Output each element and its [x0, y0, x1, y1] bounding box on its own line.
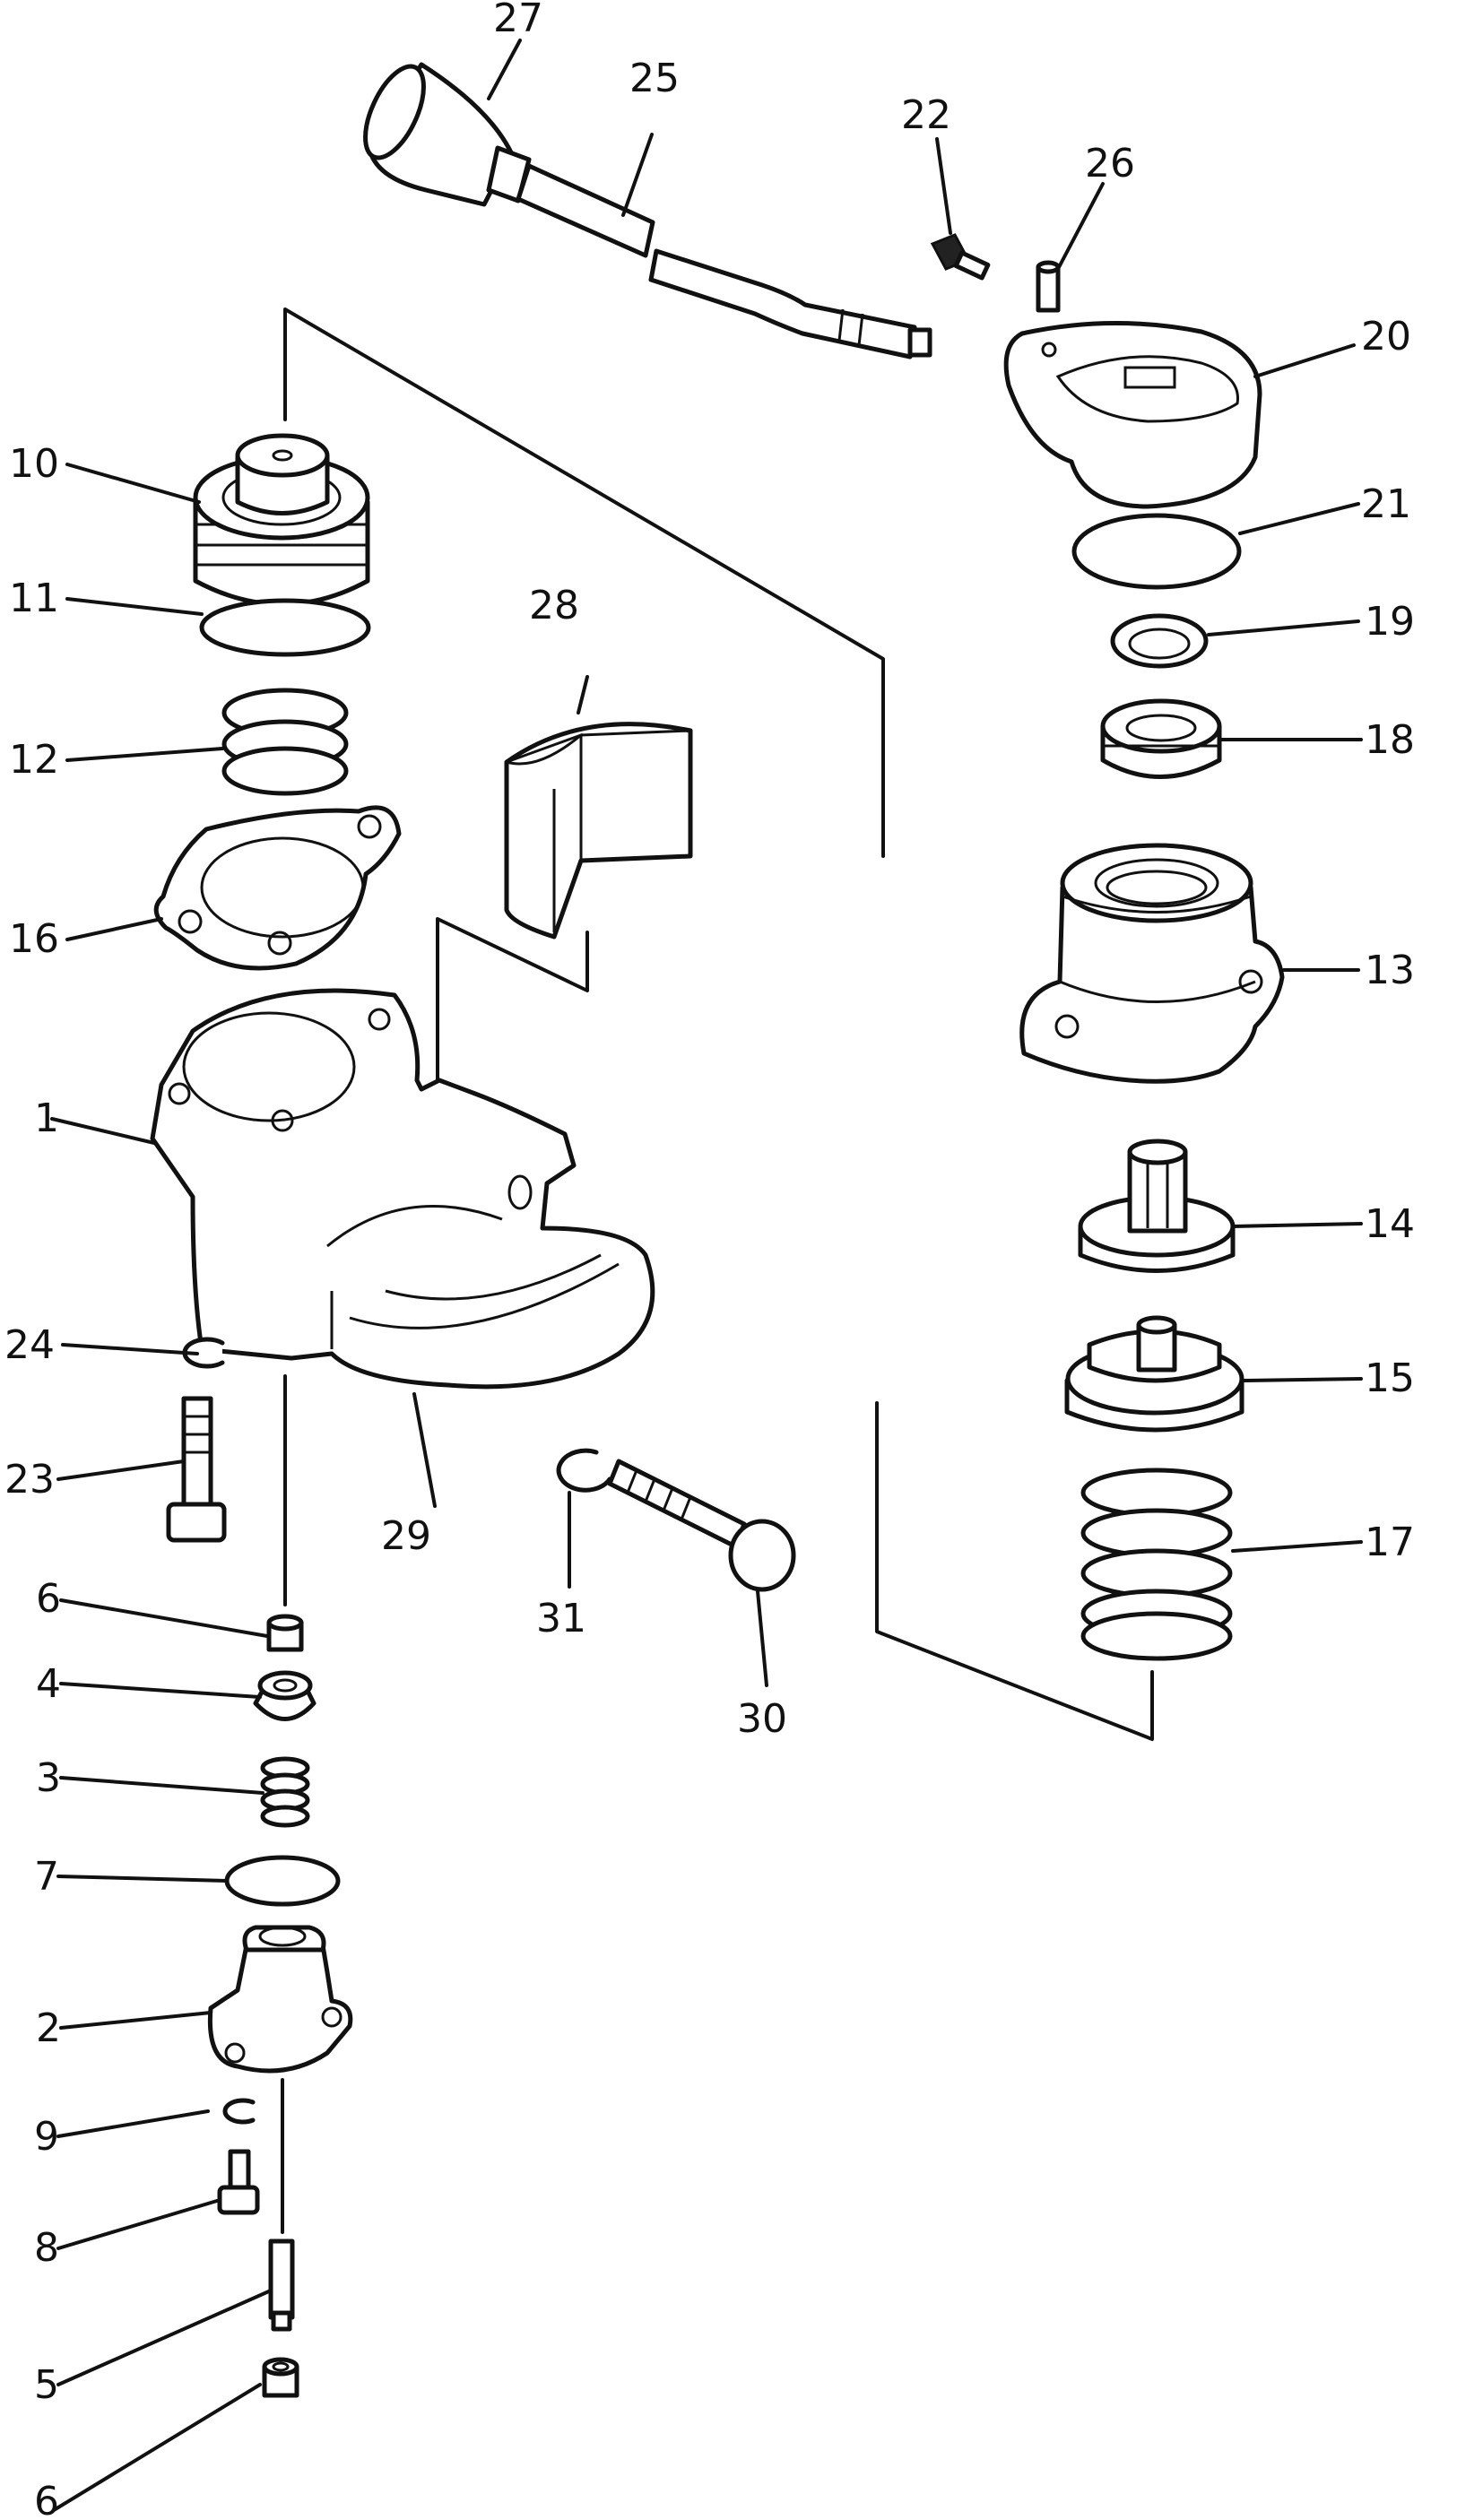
label-18: 18	[1365, 717, 1415, 763]
part-2-guide	[207, 1925, 353, 2074]
part-17-spring	[1080, 1468, 1233, 1661]
label-5: 5	[34, 2362, 59, 2408]
part-7-o-ring	[224, 1855, 341, 1907]
label-19: 19	[1365, 599, 1415, 645]
part-6-collar-upper	[266, 1614, 304, 1652]
part-labels: 27 25 22 26 20 21 19 18 13 14 15 17 28 1…	[4, 0, 1415, 2520]
label-15: 15	[1365, 1355, 1415, 1401]
part-9-lock-washer	[222, 2098, 256, 2125]
label-17: 17	[1365, 1520, 1415, 1565]
part-25-lever-rod	[516, 163, 932, 359]
label-4: 4	[36, 1661, 61, 1707]
part-23-bolt	[166, 1396, 227, 1543]
part-4-seat	[253, 1670, 317, 1721]
part-3-spring	[260, 1756, 310, 1828]
label-13: 13	[1365, 948, 1415, 993]
label-21: 21	[1361, 481, 1411, 527]
label-23: 23	[4, 1457, 55, 1502]
label-6-lower: 6	[34, 2479, 59, 2520]
label-11: 11	[9, 576, 59, 621]
label-8: 8	[34, 2225, 59, 2271]
label-10: 10	[9, 441, 59, 487]
label-6-upper: 6	[36, 1576, 61, 1622]
part-15-piston	[1064, 1315, 1245, 1433]
part-16-gasket	[153, 805, 402, 971]
part-6-collar-lower	[262, 2357, 299, 2398]
label-24: 24	[4, 1322, 55, 1368]
label-28: 28	[529, 583, 579, 628]
part-30-bolt	[607, 1459, 796, 1592]
part-22-screw	[930, 233, 991, 281]
part-1-body	[150, 988, 655, 1390]
leader-lines	[50, 39, 1363, 2512]
label-30: 30	[737, 1696, 787, 1742]
label-3: 3	[36, 1755, 61, 1801]
part-27-lever-knob	[363, 62, 532, 207]
label-9: 9	[34, 2114, 59, 2160]
label-25: 25	[629, 56, 680, 101]
label-7: 7	[34, 1854, 59, 1900]
label-31: 31	[536, 1596, 586, 1641]
label-27: 27	[493, 0, 543, 41]
assembly-guide-lines	[281, 307, 1154, 2234]
part-12-spring	[221, 688, 349, 796]
part-26-pin	[1036, 260, 1061, 313]
part-8-bolt	[217, 2149, 260, 2215]
part-18-collar	[1100, 698, 1222, 779]
label-29: 29	[381, 1513, 431, 1559]
label-1: 1	[34, 1095, 59, 1141]
part-10-plug	[193, 433, 370, 607]
part-19-retainer-ring	[1110, 613, 1209, 669]
label-12: 12	[9, 737, 59, 783]
label-26: 26	[1085, 141, 1135, 186]
part-21-o-ring	[1071, 513, 1242, 590]
part-11-o-ring	[199, 598, 371, 657]
label-14: 14	[1365, 1201, 1415, 1247]
label-16: 16	[9, 916, 59, 962]
part-20-cap	[1003, 320, 1262, 509]
label-2: 2	[36, 2005, 61, 2051]
part-5-pin	[268, 2239, 295, 2332]
label-22: 22	[901, 92, 951, 138]
label-20: 20	[1361, 314, 1411, 359]
part-13-housing	[1019, 843, 1285, 1084]
part-14-shaft	[1078, 1139, 1236, 1273]
part-28-block	[504, 722, 693, 940]
part-31-snap-ring	[556, 1448, 612, 1493]
